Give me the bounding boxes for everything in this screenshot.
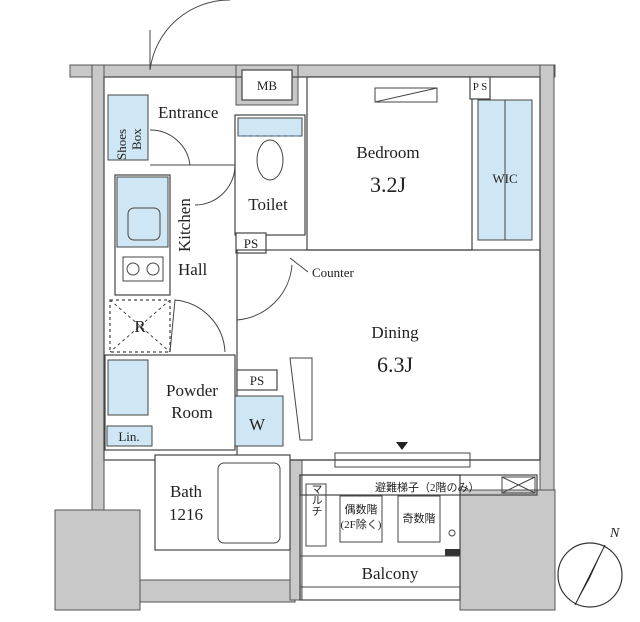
entrance-door[interactable] bbox=[149, 0, 230, 71]
bedroom-size: 3.2J bbox=[370, 172, 407, 197]
ps-small-label: P S bbox=[473, 81, 488, 93]
linen-label: Lin. bbox=[118, 429, 139, 444]
powder-door[interactable] bbox=[169, 299, 226, 353]
mb-closet bbox=[241, 69, 293, 101]
powder-label-1: Powder bbox=[166, 381, 218, 400]
vanity bbox=[107, 359, 149, 416]
bedroom-label: Bedroom bbox=[356, 143, 419, 162]
powder-label-2: Room bbox=[171, 403, 213, 422]
bathtub-icon bbox=[217, 462, 281, 544]
entry-marker-icon bbox=[396, 442, 408, 450]
shoes-label: Shoes bbox=[114, 129, 129, 160]
toilet-icon bbox=[256, 139, 284, 181]
bath-size: 1216 bbox=[169, 505, 203, 524]
evac-ladder-hatch bbox=[501, 476, 536, 494]
even-floor-note: (2F除く) bbox=[341, 517, 382, 531]
ps-label: PS bbox=[244, 236, 258, 251]
odd-floor-label: 奇数階 bbox=[403, 511, 436, 525]
even-floor-hatch bbox=[339, 495, 383, 543]
odd-floor-hatch bbox=[397, 495, 441, 543]
ps-mid-label: PS bbox=[250, 373, 264, 388]
north-label: N bbox=[609, 526, 620, 541]
ac-unit bbox=[374, 87, 438, 103]
box-label: Box bbox=[129, 128, 144, 150]
ps-powder bbox=[236, 369, 278, 391]
multi-unit bbox=[305, 483, 327, 547]
evac-ladder-label: 避難梯子（2階のみ） bbox=[375, 480, 480, 494]
dining-label: Dining bbox=[371, 323, 419, 342]
bedroom bbox=[306, 76, 473, 251]
even-floor-label: 偶数階 bbox=[345, 502, 378, 516]
dining bbox=[236, 249, 541, 461]
hall-label: Hall bbox=[178, 260, 208, 279]
balcony bbox=[299, 474, 461, 601]
multi-label: マルチ bbox=[310, 484, 323, 517]
entrance-label: Entrance bbox=[158, 103, 218, 122]
sink-icon bbox=[127, 207, 161, 241]
bath-label: Bath bbox=[170, 482, 203, 501]
bathroom bbox=[154, 454, 291, 551]
mb-label: MB bbox=[257, 78, 278, 93]
dining-door[interactable] bbox=[236, 264, 293, 321]
dining-size: 6.3J bbox=[377, 352, 414, 377]
refrigerator-label: R bbox=[134, 317, 146, 336]
toilet-label: Toilet bbox=[248, 195, 288, 214]
wic-label: WIC bbox=[492, 171, 517, 186]
ps-bedroom bbox=[469, 76, 491, 100]
north-compass-icon: N bbox=[557, 526, 623, 608]
linen-closet bbox=[106, 425, 153, 447]
hall-door[interactable] bbox=[149, 129, 191, 166]
counter-label: Counter bbox=[312, 265, 355, 280]
ps-toilet bbox=[235, 232, 267, 254]
cabinet bbox=[289, 357, 313, 441]
kitchen-label: Kitchen bbox=[175, 198, 194, 252]
shoes-box bbox=[107, 94, 149, 161]
washer-label: W bbox=[249, 415, 266, 434]
stove-icon bbox=[122, 256, 164, 282]
balcony-window[interactable] bbox=[334, 452, 471, 468]
balcony-label: Balcony bbox=[362, 564, 419, 583]
washer-space bbox=[234, 395, 284, 447]
